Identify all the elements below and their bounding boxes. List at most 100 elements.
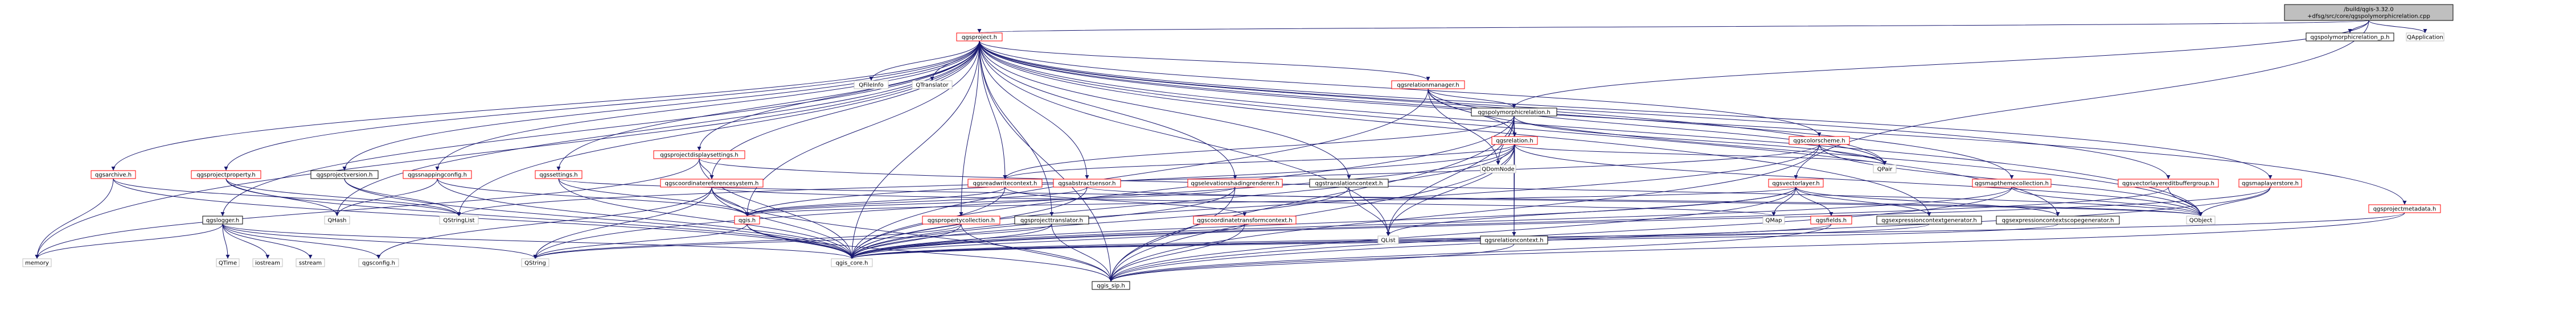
edge-qgsproject-to-archive xyxy=(111,40,980,171)
edge-propertycollection-to-qgis_sip xyxy=(961,223,1113,282)
edge-qgsproject-to-qgis_core xyxy=(850,40,980,259)
node-label-qfileinfo: QFileInfo xyxy=(859,82,884,89)
node-qstringlist: QStringList xyxy=(439,216,479,225)
edge-relation-to-readwritecontext xyxy=(1003,144,1515,180)
node-projectversion[interactable]: qgsprojectversion.h xyxy=(310,170,379,179)
node-archive[interactable]: qgsarchive.h xyxy=(91,170,136,179)
edge-maplayerstore-to-qgis_sip xyxy=(1109,187,2271,282)
node-label-qgis_core: qgis_core.h xyxy=(836,260,868,267)
node-label-relationcontext: qgsrelationcontext.h xyxy=(1484,238,1543,244)
node-box-settings xyxy=(535,170,583,179)
edge-colorscheme-to-qpair xyxy=(1819,144,1887,165)
node-box-qhash xyxy=(324,216,350,225)
node-relationmanager[interactable]: qgsrelationmanager.h xyxy=(1391,80,1465,89)
edge-polymorphicrelation-to-qpair xyxy=(1513,115,1887,165)
node-relationcontext[interactable]: qgsrelationcontext.h xyxy=(1480,235,1548,245)
edge-qgslogger-to-iostream xyxy=(222,223,270,259)
node-box-qgslogger xyxy=(202,216,243,225)
node-exprctxgen[interactable]: qgsexpressioncontextgenerator.h xyxy=(1876,216,1982,225)
node-translationcontext[interactable]: qgstranslationcontext.h xyxy=(1309,179,1389,188)
dependency-edges xyxy=(35,20,2427,282)
node-vectorlayer[interactable]: qgsvectorlayer.h xyxy=(1768,179,1824,188)
node-vlayereditbuffergroup[interactable]: qgsvectorlayereditbuffergroup.h xyxy=(2118,179,2219,188)
node-projectproperty[interactable]: qgsprojectproperty.h xyxy=(191,170,261,179)
node-projectdisplaysettings[interactable]: qgsprojectdisplaysettings.h xyxy=(653,150,745,159)
node-projectmetadata[interactable]: qgsprojectmetadata.h xyxy=(2368,204,2441,213)
node-coordrefsys[interactable]: qgscoordinatereferencesystem.h xyxy=(660,179,764,188)
node-box-memory xyxy=(22,258,52,267)
node-qgsfields[interactable]: qgsfields.h xyxy=(1810,216,1852,225)
node-mapthemecollection[interactable]: qgsmapthemecollection.h xyxy=(1972,179,2052,188)
node-box-coordrefsys xyxy=(660,179,764,188)
edge-root-to-qgsproject xyxy=(978,20,2369,34)
edge-settings-to-qgis_core xyxy=(558,178,854,259)
node-box-projectproperty xyxy=(191,170,261,179)
node-box-qgis_core xyxy=(831,258,873,267)
node-relation[interactable]: qgsrelation.h xyxy=(1491,136,1538,145)
node-box-snappingconfig xyxy=(403,170,472,179)
node-box-qgsfields xyxy=(1810,216,1852,225)
edge-archive-to-memory xyxy=(35,178,114,259)
node-label-projecttranslator: qgsprojecttranslator.h xyxy=(1020,218,1083,224)
node-qdomnode: QDomNode xyxy=(1480,164,1516,173)
node-readwritecontext[interactable]: qgsreadwritecontext.h xyxy=(967,179,1043,188)
node-box-polyrel_p xyxy=(2306,32,2394,42)
edge-qgsproject-to-qgslogger xyxy=(220,40,980,217)
edge-qgsfields-to-qgis_core xyxy=(850,223,1832,259)
node-box-abstractsensor xyxy=(1053,179,1121,188)
node-propertycollection[interactable]: qgspropertycollection.h xyxy=(922,216,1000,225)
node-box-qtranslator xyxy=(912,80,953,89)
node-box-propertycollection xyxy=(922,216,1000,225)
edge-coordrefsys-to-qgsconfig xyxy=(376,187,712,259)
node-box-qgsconfig xyxy=(358,258,399,267)
node-maplayerstore[interactable]: qgsmaplayerstore.h xyxy=(2238,179,2302,188)
node-label-exprctxscopegen: qgsexpressioncontextscopegenerator.h xyxy=(2002,218,2114,224)
edge-archive-to-qstringlist xyxy=(113,178,461,217)
node-qgis[interactable]: qgis.h xyxy=(734,216,760,225)
edge-abstractsensor-to-qgis xyxy=(745,187,1088,217)
node-root[interactable]: /build/qgis-3.32.0+dfsg/src/core/qgspoly… xyxy=(2284,4,2454,21)
node-box-archive xyxy=(91,170,136,179)
node-projecttranslator[interactable]: qgsprojecttranslator.h xyxy=(1014,216,1089,225)
node-polymorphicrelation[interactable]: qgspolymorphicrelation.h xyxy=(1471,107,1557,117)
node-label-settings: qgssettings.h xyxy=(539,172,577,179)
node-polyrel_p[interactable]: qgspolymorphicrelation_p.h xyxy=(2306,32,2394,42)
edge-root-to-polyrel_p xyxy=(2348,20,2369,34)
edge-mapthemecollection-to-qgis_core xyxy=(850,187,2012,259)
edge-propertycollection-to-qgis_core xyxy=(850,223,962,259)
node-abstractsensor[interactable]: qgsabstractsensor.h xyxy=(1053,179,1121,188)
node-box-qobject xyxy=(2186,216,2216,225)
node-label-propertycollection: qgspropertycollection.h xyxy=(928,218,995,224)
node-qgis_sip[interactable]: qgis_sip.h xyxy=(1092,281,1130,290)
node-label-root: +dfsg/src/core/qgspolymorphicrelation.cp… xyxy=(2307,14,2430,20)
edge-relationmanager-to-qpair xyxy=(1428,88,1887,165)
dependency-nodes: /build/qgis-3.32.0+dfsg/src/core/qgspoly… xyxy=(22,4,2454,290)
edge-maplayerstore-to-qobject xyxy=(2198,187,2271,217)
edge-propertycollection-to-qstring xyxy=(533,223,962,259)
edge-qgsproject-to-snappingconfig xyxy=(435,40,980,171)
node-label-qobject: QObject xyxy=(2189,218,2213,224)
node-label-projectproperty: qgsprojectproperty.h xyxy=(196,172,256,179)
node-snappingconfig[interactable]: qgssnappingconfig.h xyxy=(403,170,472,179)
edge-vectorlayer-to-qgis xyxy=(745,187,1796,217)
edge-qgslogger-to-qgsconfig xyxy=(222,223,381,259)
node-box-qstring xyxy=(521,258,549,267)
node-box-projectdisplaysettings xyxy=(653,150,745,159)
node-box-qfileinfo xyxy=(854,80,889,89)
node-colorscheme[interactable]: qgscolorscheme.h xyxy=(1789,136,1850,145)
edge-vectorlayer-to-exprctxgen xyxy=(1795,187,1931,217)
edge-coordrefsys-to-qmap xyxy=(711,187,1775,217)
edge-relation-to-qpair xyxy=(1514,144,1887,165)
node-box-qapplication xyxy=(2406,32,2444,42)
node-box-coordtransformctx xyxy=(1193,216,1297,225)
node-coordtransformctx[interactable]: qgscoordinatetransformcontext.h xyxy=(1193,216,1297,225)
node-qgsproject[interactable]: qgsproject.h xyxy=(956,32,1003,42)
node-label-coordtransformctx: qgscoordinatetransformcontext.h xyxy=(1197,218,1292,224)
node-box-qpair xyxy=(1873,164,1897,173)
node-box-vectorlayer xyxy=(1768,179,1824,188)
node-settings[interactable]: qgssettings.h xyxy=(535,170,583,179)
node-exprctxscopegen[interactable]: qgsexpressioncontextscopegenerator.h xyxy=(1996,216,2120,225)
node-qgslogger[interactable]: qgslogger.h xyxy=(202,216,243,225)
node-elevshading[interactable]: qgselevationshadingrenderer.h xyxy=(1187,179,1283,188)
